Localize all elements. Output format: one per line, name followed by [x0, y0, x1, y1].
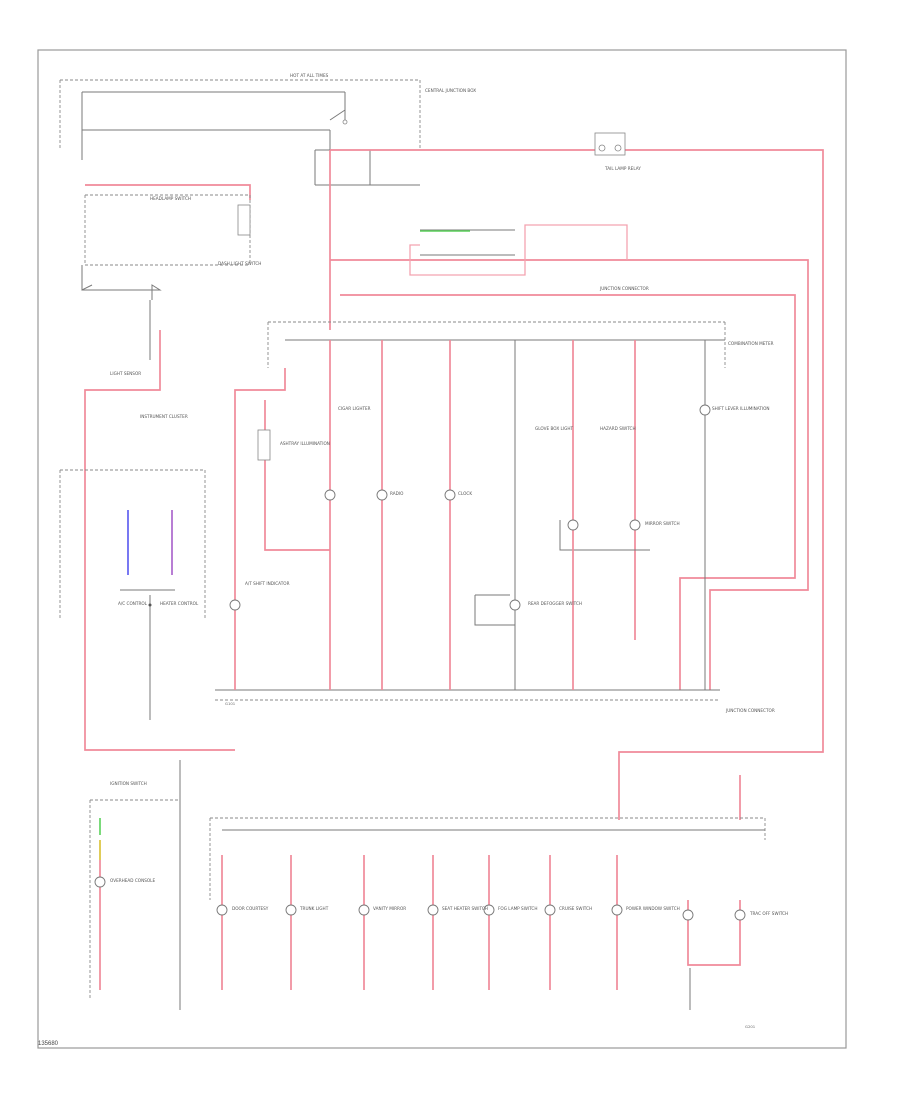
- heater-control-label: HEATER CONTROL: [160, 601, 199, 606]
- indicator-bulb-5: [629, 519, 641, 531]
- power-window-label: POWER WINDOW SWITCH: [626, 906, 680, 911]
- top-fuse-box-label: HOT AT ALL TIMES: [290, 73, 329, 78]
- lower-bus: DOOR COURTESY TRUNK LIGHT VANITY MIRROR …: [209, 775, 788, 1029]
- light-sensor-label: LIGHT SENSOR: [110, 371, 141, 376]
- power-window-bulb: [611, 904, 623, 916]
- ac-control-label: A/C CONTROL: [118, 601, 148, 606]
- door-courtesy-label: DOOR COURTESY: [232, 906, 269, 911]
- tcs-bulb-b: [734, 909, 746, 921]
- ashtray-label: ASHTRAY ILLUMINATION: [280, 441, 330, 446]
- headlamp-switch-area: HEADLAMP SWITCH DASH LIGHT SWITCH LIGHT …: [81, 184, 261, 751]
- door-courtesy-bulb: [216, 904, 228, 916]
- seat-heater-label: SEAT HEATER SWITCH: [442, 906, 488, 911]
- middle-branches: ASHTRAY ILLUMINATION CIGAR LIGHTER RADIO…: [225, 340, 770, 706]
- tcs-switch-label: TRAC OFF SWITCH: [749, 911, 788, 916]
- cruise-switch-label: CRUISE SWITCH: [559, 906, 592, 911]
- fog-switch-bulb: [483, 904, 495, 916]
- diagram-code: 135680: [38, 1041, 59, 1047]
- ground-left-label: G101: [225, 701, 236, 706]
- trunk-bulb: [285, 904, 297, 916]
- headlamp-switch-label: HEADLAMP SWITCH: [150, 196, 191, 201]
- instrument-cluster-left: INSTRUMENT CLUSTER A/C CONTROL HEATER CO…: [59, 414, 206, 720]
- fog-switch-label: FOG LAMP SWITCH: [498, 906, 537, 911]
- indicator-bulb-1: [324, 489, 336, 501]
- hazard-switch-label: HAZARD SWITCH: [600, 426, 636, 431]
- indicator-bulb-3: [444, 489, 456, 501]
- indicator-bulb-2: [376, 489, 388, 501]
- mirror-switch-label: MIRROR SWITCH: [645, 521, 680, 526]
- tail-lamp-relay-label: TAIL LAMP RELAY: [604, 166, 641, 171]
- overhead-label: OVERHEAD CONSOLE: [110, 878, 155, 883]
- combination-meter-label: COMBINATION METER: [728, 341, 774, 346]
- shift-lever-label: SHIFT LEVER ILLUMINATION: [712, 406, 770, 411]
- tcs-bulb-a: [682, 909, 694, 921]
- upper-bus: COMBINATION METER JUNCTION CONNECTOR: [215, 321, 775, 713]
- diagram-frame: [37, 49, 847, 1049]
- indicator-bulb-8: [229, 599, 241, 611]
- fuse-block-label: CENTRAL JUNCTION BOX: [425, 88, 476, 93]
- main-feed-wires: TAIL LAMP RELAY JUNCTION CONNECTOR: [329, 132, 824, 820]
- clock-label: CLOCK: [458, 491, 472, 496]
- dash-light-switch-label: DASH LIGHT SWITCH: [218, 261, 261, 266]
- rear-defogger-label: REAR DEFOGGER SWITCH: [528, 601, 582, 606]
- cruise-switch-bulb: [544, 904, 556, 916]
- shift-indicator-label: A/T SHIFT INDICATOR: [245, 581, 290, 586]
- junction-connector-label: JUNCTION CONNECTOR: [599, 286, 649, 291]
- instrument-cluster-label: INSTRUMENT CLUSTER: [140, 414, 188, 419]
- lower-left-power: IGNITION SWITCH OVERHEAD CONSOLE: [89, 760, 181, 1010]
- glove-box-label: GLOVE BOX LIGHT: [535, 426, 573, 431]
- indicator-bulb-6: [509, 599, 521, 611]
- ground-right-label: G201: [745, 1024, 756, 1029]
- vanity-bulb: [358, 904, 370, 916]
- power-source-label: IGNITION SWITCH: [110, 781, 147, 786]
- trunk-label: TRUNK LIGHT: [299, 906, 329, 911]
- power-indicator-bulb: [94, 876, 106, 888]
- seat-heater-bulb: [427, 904, 439, 916]
- radio-label: RADIO: [390, 491, 404, 496]
- tail-lamp-relay: [594, 132, 626, 156]
- vanity-mirror-label: VANITY MIRROR: [373, 906, 406, 911]
- top-fuse-box: HOT AT ALL TIMES CENTRAL JUNCTION BOX: [59, 73, 476, 186]
- indicator-bulb-4: [567, 519, 579, 531]
- junction-connector-lower-label: JUNCTION CONNECTOR: [725, 708, 775, 713]
- indicator-bulb-7: [699, 404, 711, 416]
- cigar-lighter-label: CIGAR LIGHTER: [338, 406, 371, 411]
